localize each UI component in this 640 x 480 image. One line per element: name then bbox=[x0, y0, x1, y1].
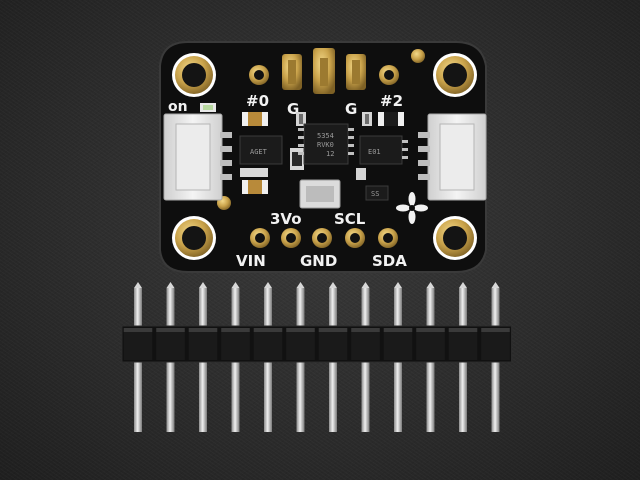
bottom-pin-pads bbox=[250, 228, 398, 248]
header-pin-tip bbox=[264, 282, 272, 288]
header-segment-highlight bbox=[416, 328, 445, 332]
header-segment-highlight bbox=[383, 328, 413, 332]
header-segment bbox=[253, 328, 283, 360]
pin-header bbox=[121, 282, 512, 432]
sda-label: SDA bbox=[372, 252, 407, 270]
header-pin-tip bbox=[329, 282, 337, 288]
gnd-label: GND bbox=[300, 252, 337, 270]
header-segment bbox=[221, 328, 250, 360]
header-pin-tip bbox=[361, 282, 370, 288]
stemma-connector-left bbox=[163, 113, 232, 201]
header-segment bbox=[448, 328, 478, 360]
passive-components bbox=[240, 112, 404, 194]
header-segment-highlight bbox=[318, 328, 348, 332]
header-segment-highlight bbox=[448, 328, 478, 332]
mounting-hole-top-right bbox=[433, 53, 477, 97]
svg-text:12: 12 bbox=[326, 150, 334, 158]
top-pad-row bbox=[249, 48, 399, 94]
header-pin-tip bbox=[459, 282, 467, 288]
header-segment bbox=[188, 328, 218, 360]
on-label: on bbox=[168, 99, 188, 115]
power-led-lens bbox=[203, 105, 213, 110]
svg-text:RVK0: RVK0 bbox=[317, 141, 334, 149]
fiducial-mark bbox=[411, 49, 425, 63]
vin-label: VIN bbox=[236, 252, 266, 270]
header-segment bbox=[481, 328, 510, 360]
header-segment bbox=[156, 328, 185, 360]
header-pin-tip bbox=[491, 282, 500, 288]
mounting-hole-bottom-right bbox=[433, 216, 477, 260]
header-segment-highlight bbox=[188, 328, 218, 332]
header-pin-tip bbox=[199, 282, 207, 288]
header-segment-highlight bbox=[253, 328, 283, 332]
addr2-label: #2 bbox=[380, 92, 403, 110]
header-segment bbox=[416, 328, 445, 360]
3vo-label: 3Vo bbox=[270, 210, 302, 228]
header-pin-tip bbox=[134, 282, 142, 288]
header-pin-tip bbox=[426, 282, 435, 288]
regulator-chip: AGET bbox=[239, 135, 283, 165]
svg-text:SS: SS bbox=[371, 190, 379, 198]
g-right-label: G bbox=[345, 100, 357, 118]
header-segment-highlight bbox=[286, 328, 315, 332]
sensor-port bbox=[299, 179, 341, 209]
header-pin-tip bbox=[296, 282, 305, 288]
svg-text:5354: 5354 bbox=[317, 132, 334, 140]
header-pin-tip bbox=[394, 282, 402, 288]
svg-text:AGET: AGET bbox=[250, 148, 268, 156]
header-segment bbox=[286, 328, 315, 360]
header-segment-highlight bbox=[221, 328, 250, 332]
header-segment bbox=[318, 328, 348, 360]
sensor-chip: 5354 RVK0 12 bbox=[298, 123, 354, 165]
mounting-hole-top-left bbox=[172, 53, 216, 97]
logic-chip: E01 bbox=[359, 135, 408, 165]
header-segment-highlight bbox=[351, 328, 380, 332]
svg-text:E01: E01 bbox=[368, 148, 381, 156]
transistor: SS bbox=[365, 185, 389, 201]
header-segment-highlight bbox=[123, 328, 153, 332]
scl-label: SCL bbox=[334, 210, 366, 228]
stemma-connector-right bbox=[418, 113, 487, 201]
header-segment bbox=[123, 328, 153, 360]
header-segment bbox=[351, 328, 380, 360]
header-segment-highlight bbox=[156, 328, 185, 332]
header-pin-tip bbox=[231, 282, 240, 288]
header-plastic-block bbox=[121, 325, 512, 363]
header-segment bbox=[383, 328, 413, 360]
header-segment-highlight bbox=[481, 328, 510, 332]
flower-logo-icon bbox=[396, 192, 428, 224]
mounting-hole-bottom-left bbox=[172, 216, 216, 260]
header-pin-tip bbox=[166, 282, 175, 288]
addr0-label: #0 bbox=[246, 92, 269, 110]
